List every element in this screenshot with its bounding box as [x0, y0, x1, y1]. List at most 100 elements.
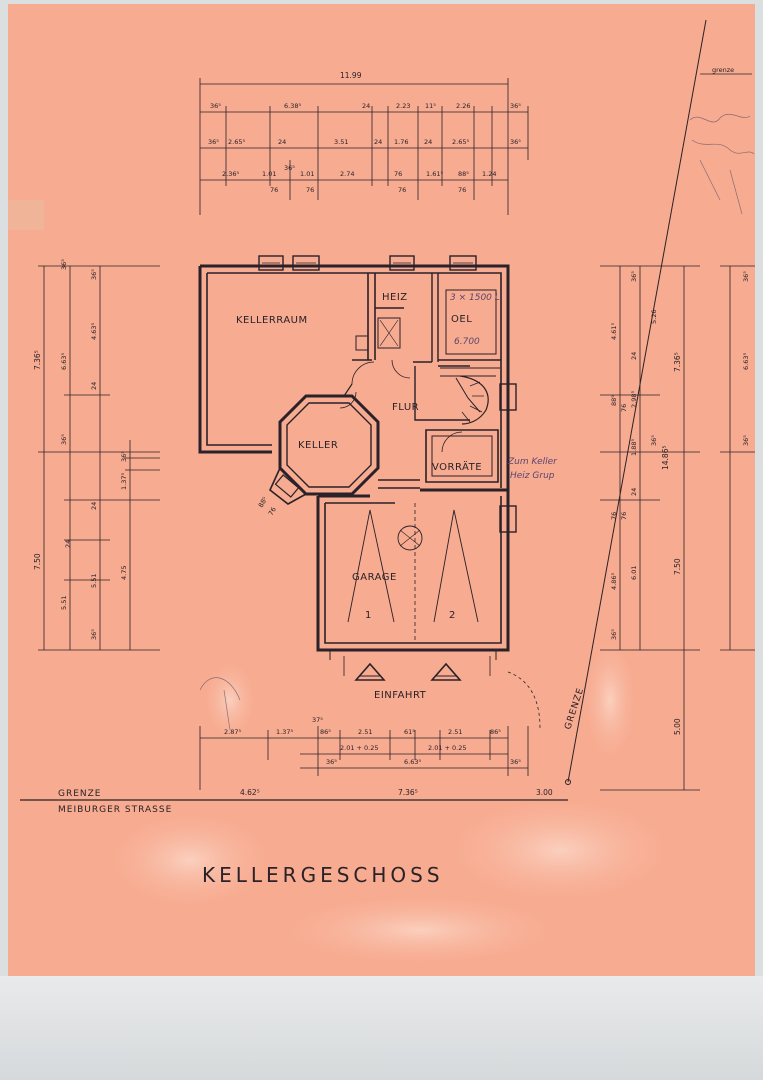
- dim-text: 24: [424, 138, 432, 146]
- dim-text: 36⁵: [284, 164, 295, 172]
- dim-text: 1.88⁵: [630, 439, 638, 456]
- dim-text: 11⁵: [425, 102, 436, 110]
- dim-text: 36⁵: [208, 138, 219, 146]
- dim-text: 76: [267, 506, 278, 517]
- oel-capacity-note: 3 × 1500 L: [450, 293, 500, 303]
- dim-text: 2.01 + 0.25: [428, 744, 467, 752]
- property-boundary: [565, 19, 752, 785]
- dim-text: 1.37⁵: [276, 728, 293, 736]
- right-dimensions: 4.61⁵ 24 88⁵ 76 2.98⁵ 1.88⁵ 24 76 76 4.8…: [610, 271, 750, 735]
- dim-text: 36⁵: [742, 435, 750, 446]
- dim-text: 4.61⁵: [610, 323, 618, 340]
- room-garage: GARAGE: [352, 572, 397, 583]
- oel-capacity-note-2: 6.700: [454, 337, 480, 347]
- page-title: KELLERGESCHOSS: [202, 863, 444, 887]
- dim-text: 24: [630, 488, 638, 496]
- dim-text: 24: [362, 102, 370, 110]
- bottom-dimensions: 2.87⁵ 1.37⁵ 37⁵ 86⁵ 2.51 61⁵ 2.51 86⁵ 2.…: [224, 495, 553, 797]
- dim-text: 1.37⁵: [120, 473, 128, 490]
- dim-text: 3.51: [334, 138, 348, 146]
- dim-text: 14.86⁵: [661, 446, 670, 470]
- room-einfahrt: EINFAHRT: [374, 690, 427, 701]
- street-name: MEIBURGER STRASSE: [58, 805, 172, 815]
- dim-text: 36⁵: [60, 434, 68, 445]
- dim-text: 4.75: [120, 566, 128, 580]
- walls: [198, 255, 541, 729]
- dim-text: 1.61⁵: [426, 170, 443, 178]
- room-flur: FLUR: [392, 402, 419, 413]
- grenze-label: GRENZE: [58, 789, 102, 799]
- dim-text: 24: [90, 382, 98, 390]
- room-labels: KELLERRAUM HEIZ OEL FLUR KELLER VORRÄTE …: [236, 292, 482, 701]
- dim-text: 7.36⁵: [673, 352, 682, 372]
- dim-text: 36⁵: [630, 271, 638, 282]
- dim-text: 37⁵: [312, 716, 323, 724]
- top-total: 11.99: [340, 71, 362, 80]
- dim-text: 7.50: [673, 558, 682, 575]
- garage-bay-2: 2: [449, 610, 456, 621]
- dim-text: 36⁵: [326, 758, 337, 766]
- dim-text: 36⁵: [510, 138, 521, 146]
- dim-text: 36⁵: [510, 758, 521, 766]
- paper-stains: [8, 200, 690, 970]
- dim-text: 24: [630, 352, 638, 360]
- handwritten-notes: 3 × 1500 L 6.700 Zum Keller Heiz Grup: [450, 293, 558, 481]
- dim-text: 2.51: [358, 728, 372, 736]
- dimension-lines: [20, 78, 755, 801]
- vorraete-note-2: Heiz Grup: [510, 471, 555, 481]
- left-dimensions: 7.36⁵ 7.50 6.63⁵ 36⁵ 5.51 36⁵ 36⁵ 4.63⁵ …: [33, 259, 128, 640]
- dim-text: 88⁵: [610, 395, 618, 406]
- room-keller: KELLER: [298, 440, 338, 451]
- dim-text: 2.23: [396, 102, 410, 110]
- dim-text: 7.50: [33, 553, 42, 570]
- dim-text: 36⁵: [742, 271, 750, 282]
- dim-text: 7.36⁵: [398, 788, 418, 797]
- dim-text: 76: [270, 186, 278, 194]
- dim-text: 5.51: [60, 596, 68, 610]
- dim-text: 76: [620, 512, 628, 520]
- dim-text: 6.38⁵: [284, 102, 301, 110]
- dim-text: 76: [610, 512, 618, 520]
- dim-text: 6.01: [630, 566, 638, 580]
- dim-text: 36⁵: [120, 451, 128, 462]
- dim-text: 36⁵: [90, 269, 98, 280]
- dim-text: 2.65⁵: [452, 138, 469, 146]
- dim-text: 36⁵: [90, 629, 98, 640]
- dim-text: 76: [458, 186, 466, 194]
- dim-text: 76: [398, 186, 406, 194]
- dim-text: 2.26: [456, 102, 470, 110]
- dim-text: 3.00: [536, 788, 553, 797]
- dim-text: 36⁵: [650, 435, 658, 446]
- grenze-top-label: grenze: [712, 66, 734, 74]
- dim-text: 36⁵: [510, 102, 521, 110]
- dim-text: 2.65⁵: [228, 138, 245, 146]
- garage-bay-1: 1: [365, 610, 372, 621]
- dim-text: 4.63⁵: [90, 323, 98, 340]
- dim-text: 4.86⁵: [610, 573, 618, 590]
- dim-text: 5.51: [90, 574, 98, 588]
- dim-text: 6.63⁵: [404, 758, 421, 766]
- dim-text: 24: [90, 502, 98, 510]
- dim-text: 36⁵: [610, 629, 618, 640]
- dim-text: 1.76: [394, 138, 408, 146]
- top-dimensions: 11.99 36⁵ 6.38⁵ 24 2.23 11⁵ 2.26 36⁵ 36⁵…: [208, 71, 521, 194]
- dim-text: 2.74: [340, 170, 354, 178]
- room-oel: OEL: [451, 314, 472, 325]
- room-vorraete: VORRÄTE: [432, 460, 482, 473]
- dim-text: 6.63⁵: [60, 353, 68, 370]
- dim-text: 2.98⁵: [630, 391, 638, 408]
- dim-text: 1.01: [262, 170, 276, 178]
- vorraete-note: Zum Keller: [507, 457, 558, 467]
- dim-text: 36⁵: [60, 259, 68, 270]
- room-heiz: HEIZ: [382, 292, 408, 303]
- dim-text: 1.24: [482, 170, 496, 178]
- dim-text: 24: [278, 138, 286, 146]
- dim-text: 76: [394, 170, 402, 178]
- dim-text: 6.63⁵: [742, 353, 750, 370]
- dim-text: 36⁵: [210, 102, 221, 110]
- dim-text: 5.00: [673, 718, 682, 735]
- dim-text: 1.01: [300, 170, 314, 178]
- dim-text: 2.87⁵: [224, 728, 241, 736]
- dim-text: 4.62⁵: [240, 788, 260, 797]
